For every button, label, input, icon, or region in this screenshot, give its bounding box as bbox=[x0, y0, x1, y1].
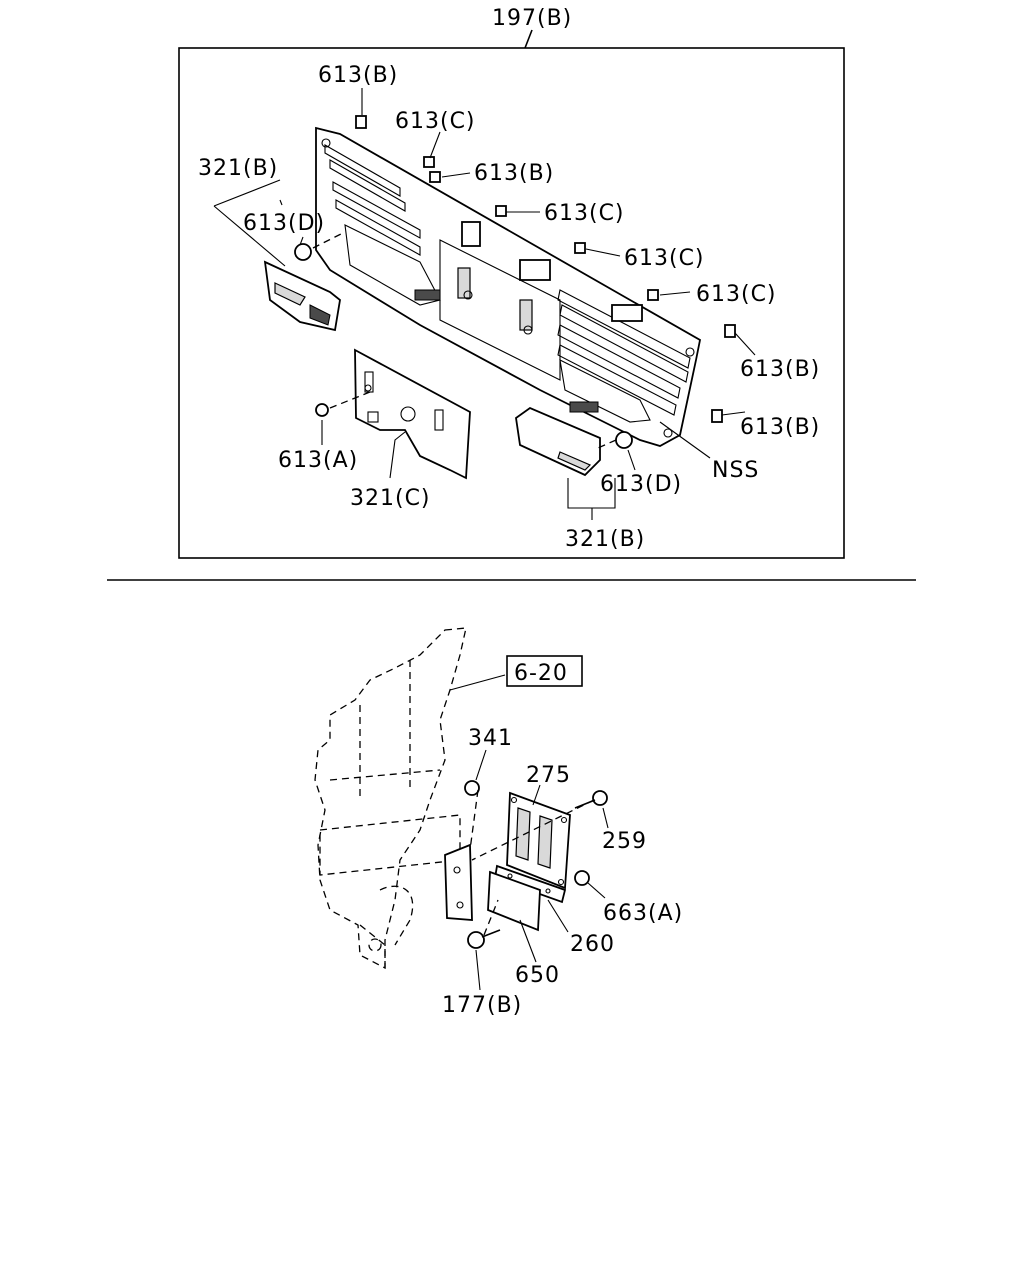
callouts-bottom: 341 275 259 663(A) 260 650 177(B) bbox=[442, 726, 683, 1018]
chassis-phantom bbox=[314, 627, 467, 970]
callout-613d-right: 613(D) bbox=[600, 472, 682, 497]
clip-icon bbox=[711, 409, 723, 423]
clip-icon bbox=[429, 171, 441, 183]
callout-260: 260 bbox=[570, 932, 615, 957]
callout-321b-right: 321(B) bbox=[565, 527, 645, 552]
plate-275 bbox=[506, 791, 571, 890]
callout-663a: 663(A) bbox=[603, 901, 683, 926]
reference-label: 6-20 bbox=[514, 661, 568, 686]
license-bracket bbox=[354, 348, 471, 480]
bolt-head-icon bbox=[467, 931, 485, 949]
callout-321c: 321(C) bbox=[350, 486, 431, 511]
callouts-top: 197(B) 613(B) 613(C) 613(B) 321(B) 613(D… bbox=[198, 6, 820, 552]
fasteners-bottom bbox=[464, 780, 608, 949]
callout-613b-2: 613(B) bbox=[474, 161, 554, 186]
clip-icon bbox=[574, 242, 586, 254]
callout-613d-left: 613(D) bbox=[243, 211, 325, 236]
nut-icon bbox=[574, 870, 590, 886]
clip-icon bbox=[647, 289, 659, 301]
grille-body bbox=[315, 126, 702, 447]
callout-197b: 197(B) bbox=[492, 6, 572, 31]
clip-icon bbox=[495, 205, 507, 217]
clip-icon bbox=[355, 115, 367, 129]
bolt-head-icon bbox=[592, 790, 608, 806]
callout-613c-4: 613(C) bbox=[696, 282, 777, 307]
clip-icon bbox=[423, 156, 435, 168]
screw-icon bbox=[315, 403, 329, 417]
clip-icons bbox=[294, 115, 736, 449]
callout-613c-1: 613(C) bbox=[395, 109, 476, 134]
clip-icon bbox=[724, 324, 736, 338]
callout-259: 259 bbox=[602, 829, 647, 854]
screw-icon bbox=[615, 431, 633, 449]
section-frame bbox=[178, 47, 845, 559]
leader-lines-bottom bbox=[449, 674, 609, 991]
callout-613b-top: 613(B) bbox=[318, 63, 398, 88]
callout-613c-2: 613(C) bbox=[544, 201, 625, 226]
callout-613a: 613(A) bbox=[278, 448, 358, 473]
callout-275: 275 bbox=[526, 763, 571, 788]
reference-box[interactable]: 6-20 bbox=[506, 655, 583, 687]
leader-lines-top bbox=[213, 88, 756, 520]
callout-nss: NSS bbox=[712, 458, 759, 483]
callout-650: 650 bbox=[515, 963, 560, 988]
mount-bracket bbox=[444, 843, 473, 921]
end-cap-right bbox=[515, 406, 601, 477]
callout-613c-3: 613(C) bbox=[624, 246, 705, 271]
callout-613b-right-2: 613(B) bbox=[740, 415, 820, 440]
end-cap-left bbox=[263, 260, 341, 332]
plate-650 bbox=[487, 870, 541, 932]
grille-section: 197(B) 613(B) 613(C) 613(B) 321(B) 613(D… bbox=[178, 6, 845, 559]
screw-icon bbox=[294, 243, 312, 261]
callout-341: 341 bbox=[468, 726, 513, 751]
callout-177b: 177(B) bbox=[442, 993, 522, 1018]
callout-613b-right-1: 613(B) bbox=[740, 357, 820, 382]
callout-321b-left: 321(B) bbox=[198, 156, 278, 181]
plate-mount-section: 6-20 341 275 259 663(A) 260 650 177(B) bbox=[314, 627, 683, 1018]
nut-icon bbox=[464, 780, 480, 796]
